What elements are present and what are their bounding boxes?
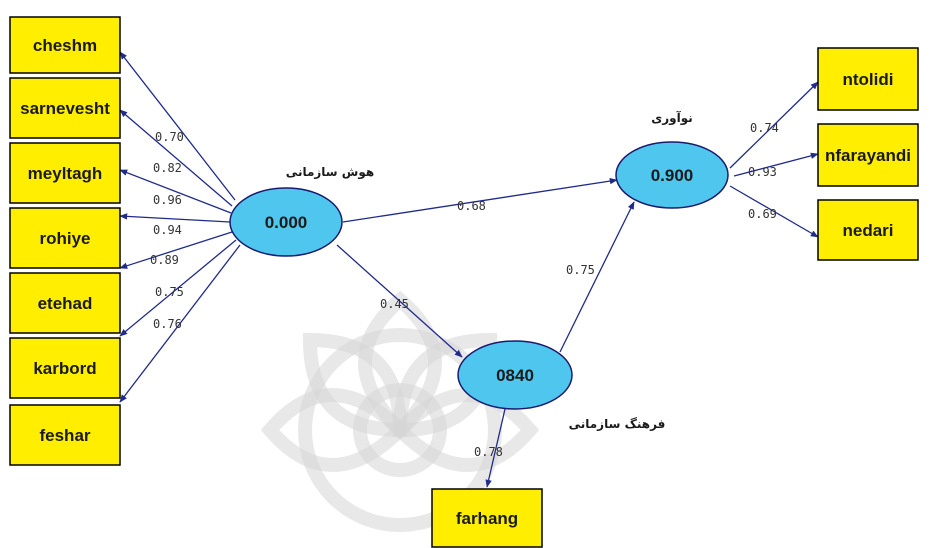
path-intelligence-etehad bbox=[119, 231, 233, 269]
coef-sarnevesht: 0.82 bbox=[153, 161, 182, 175]
coef-rohiye: 0.94 bbox=[153, 223, 182, 237]
latent-intelligence: 0.000 bbox=[229, 187, 343, 257]
indicator-nfarayandi: nfarayandi bbox=[817, 123, 919, 187]
latent-innovation-value: 0.900 bbox=[651, 166, 694, 185]
path-intelligence-culture bbox=[336, 244, 463, 358]
coef-feshar: 0.76 bbox=[153, 317, 182, 331]
coef-cheshm: 0.70 bbox=[155, 130, 184, 144]
indicator-karbord-label: karbord bbox=[33, 359, 96, 378]
indicator-rohiye-label: rohiye bbox=[39, 229, 90, 248]
path-culture-farhang bbox=[485, 408, 506, 488]
indicator-ntolidi-label: ntolidi bbox=[843, 70, 894, 89]
coef-karbord: 0.75 bbox=[155, 285, 184, 299]
indicator-sarnevesht: sarnevesht bbox=[9, 77, 121, 139]
path-intelligence-cheshm bbox=[119, 51, 236, 201]
indicator-cheshm: cheshm bbox=[9, 16, 121, 74]
latent-culture-label: فرهنگ سازمانی bbox=[569, 417, 666, 431]
indicator-rohiye: rohiye bbox=[9, 207, 121, 269]
latent-intelligence-value: 0.000 bbox=[265, 213, 308, 232]
path-intelligence-innovation bbox=[342, 177, 618, 223]
coef-nedari: 0.69 bbox=[748, 207, 777, 221]
indicator-nfarayandi-label: nfarayandi bbox=[825, 146, 911, 165]
path-intelligence-feshar bbox=[119, 244, 241, 403]
coef-culture-farhang: 0.78 bbox=[474, 445, 503, 459]
latent-innovation: 0.900 bbox=[615, 141, 729, 209]
path-intelligence-meyltagh bbox=[119, 169, 232, 214]
indicator-farhang: farhang bbox=[431, 488, 543, 548]
indicator-cheshm-label: cheshm bbox=[33, 36, 97, 55]
latent-innovation-label: نوآوری bbox=[651, 110, 693, 126]
indicator-etehad-label: etehad bbox=[38, 294, 93, 313]
indicator-ntolidi: ntolidi bbox=[817, 47, 919, 111]
latent-intelligence-label: هوش سازمانی bbox=[286, 165, 374, 180]
path-innovation-nfarayandi bbox=[733, 152, 819, 177]
indicator-sarnevesht-label: sarnevesht bbox=[20, 99, 110, 118]
coef-intelligence-innovation: 0.68 bbox=[457, 199, 486, 213]
indicator-farhang-label: farhang bbox=[456, 509, 518, 528]
path-innovation-nedari bbox=[729, 185, 819, 238]
indicator-feshar: feshar bbox=[9, 404, 121, 466]
path-intelligence-sarnevesht bbox=[119, 109, 233, 207]
coef-etehad: 0.89 bbox=[150, 253, 179, 267]
path-culture-innovation bbox=[559, 201, 635, 353]
path-intelligence-rohiye bbox=[119, 213, 231, 223]
coef-culture-innovation: 0.75 bbox=[566, 263, 595, 277]
indicator-meyltagh-label: meyltagh bbox=[28, 164, 103, 183]
coef-intelligence-culture: 0.45 bbox=[380, 297, 409, 311]
coef-meyltagh: 0.96 bbox=[153, 193, 182, 207]
indicator-nedari: nedari bbox=[817, 199, 919, 261]
indicator-meyltagh: meyltagh bbox=[9, 142, 121, 204]
path-innovation-ntolidi bbox=[729, 81, 819, 169]
indicator-etehad: etehad bbox=[9, 272, 121, 334]
latent-culture-value: 0840 bbox=[496, 366, 534, 385]
indicator-karbord: karbord bbox=[9, 337, 121, 399]
coef-nfarayandi: 0.93 bbox=[748, 165, 777, 179]
path-intelligence-karbord bbox=[119, 239, 237, 337]
coef-ntolidi: 0.74 bbox=[750, 121, 779, 135]
latent-culture: 0840 bbox=[457, 340, 573, 410]
indicator-feshar-label: feshar bbox=[39, 426, 90, 445]
indicator-nedari-label: nedari bbox=[842, 221, 893, 240]
